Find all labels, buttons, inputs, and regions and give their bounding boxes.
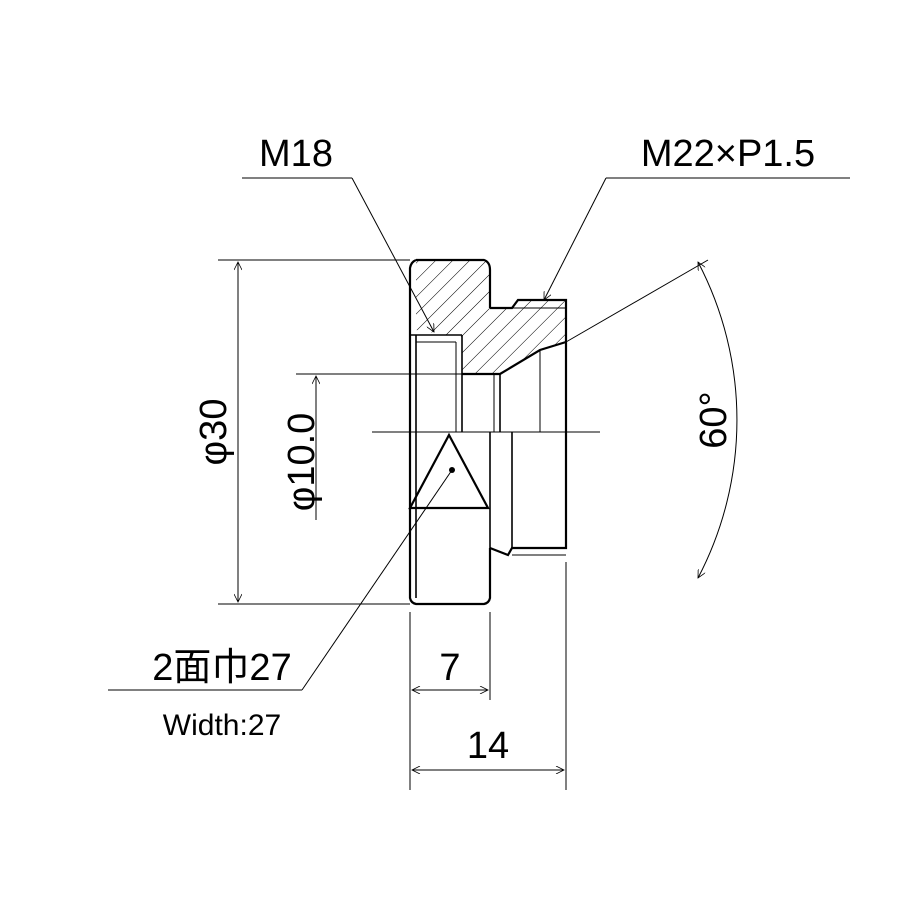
dia-bore-label: φ10.0 <box>281 413 323 512</box>
thread-inner-label: M18 <box>259 133 333 175</box>
cone-seat <box>462 340 567 376</box>
hex-body <box>408 258 492 606</box>
leader-flats <box>108 469 453 691</box>
angle-label: 60° <box>693 391 735 448</box>
dim-length-total <box>412 562 567 790</box>
part-outline <box>408 258 568 606</box>
thread-boss <box>489 298 568 557</box>
section-hatching <box>416 260 566 374</box>
leader-m22 <box>543 177 850 300</box>
flat-triangle <box>408 432 490 510</box>
thread-outer-label: M22×P1.5 <box>641 133 815 175</box>
length-hex-label: 7 <box>439 647 460 689</box>
dia-outer-label: φ30 <box>193 399 235 466</box>
dim-dia-outer <box>218 259 410 605</box>
flats-label-en: Width:27 <box>163 709 281 742</box>
dim-dia-bore <box>296 373 462 520</box>
length-total-label: 14 <box>467 725 509 767</box>
dim-length-hex <box>409 612 491 790</box>
leader-m18 <box>242 177 435 332</box>
flats-label-jp: 2面巾27 <box>152 647 291 689</box>
dim-angle <box>565 259 738 578</box>
